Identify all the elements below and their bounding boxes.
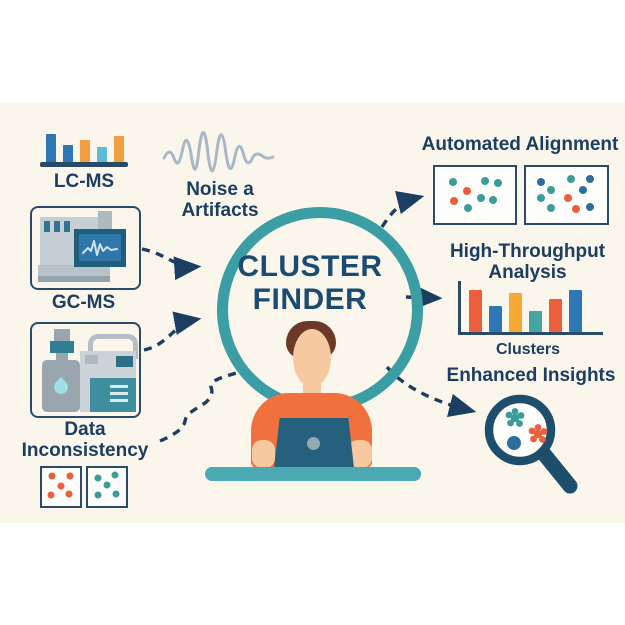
magnifier-lens <box>484 394 556 466</box>
arrow-center-to-alignment <box>380 191 425 228</box>
title-line2: FINDER <box>252 283 368 316</box>
bar <box>529 311 542 332</box>
laptop-logo <box>307 437 320 450</box>
bar <box>63 145 73 163</box>
enhanced-insights-label: Enhanced Insights <box>446 365 616 386</box>
gcms-button <box>64 221 70 232</box>
dot <box>567 175 576 184</box>
flower-cluster-orange-icon <box>528 424 548 443</box>
dot <box>536 177 545 186</box>
arrow-sample-to-center <box>143 311 202 352</box>
dot <box>547 204 556 213</box>
bar <box>489 306 502 332</box>
dot <box>450 197 459 206</box>
gcms-button <box>54 221 60 232</box>
title-line1: CLUSTER <box>237 250 383 283</box>
dot <box>564 194 573 203</box>
dot <box>57 482 65 490</box>
lcms-baseline <box>40 162 128 167</box>
data-inconsistency-line2: Inconsistency <box>21 440 149 461</box>
lcms-bars <box>46 133 128 163</box>
machine-panel <box>90 378 136 412</box>
gcms-column <box>98 211 112 233</box>
clusters-bar-chart <box>458 281 603 335</box>
bottle-cap <box>50 341 74 353</box>
squiggle-inconsistency-to-center <box>159 370 241 443</box>
desk <box>205 467 421 481</box>
bar <box>46 134 56 163</box>
noise-waveform-icon <box>162 131 275 173</box>
bar <box>469 290 482 332</box>
dot <box>585 175 594 184</box>
sample-bottle-instrument-icon <box>30 322 141 418</box>
clusters-label: Clusters <box>495 341 561 358</box>
gcms-base-strip <box>38 276 110 282</box>
dot <box>572 205 581 213</box>
dot <box>47 491 55 499</box>
lcms-label: LC-MS <box>53 171 115 192</box>
dot <box>463 186 471 195</box>
arrow-gcms-to-center <box>141 247 202 281</box>
gcms-screen-waveform-icon <box>82 240 118 256</box>
magnifier-handle <box>536 446 578 494</box>
automated-alignment-label: Automated Alignment <box>421 134 619 155</box>
left-hand <box>252 440 275 468</box>
bar <box>97 147 107 163</box>
bar <box>80 140 90 163</box>
bar <box>509 293 522 332</box>
gcms-label: GC-MS <box>51 292 116 313</box>
dot <box>578 185 587 194</box>
bar <box>569 290 582 332</box>
inconsistency-dots-right <box>86 466 128 508</box>
gcms-button <box>44 221 50 232</box>
bar <box>114 136 124 163</box>
gcms-base <box>38 265 110 277</box>
face <box>293 329 331 387</box>
noise-artifacts-label: Noise a Artifacts <box>181 179 259 221</box>
dot <box>65 490 73 498</box>
panel-line <box>110 385 128 388</box>
inconsistency-dots-left <box>40 466 82 508</box>
flower-cluster-teal-icon <box>505 408 525 427</box>
dot <box>94 491 102 499</box>
dot <box>481 177 490 185</box>
dot <box>494 179 503 188</box>
dot <box>536 194 545 203</box>
bottle-neck <box>54 329 70 342</box>
dot <box>488 196 497 205</box>
alignment-scatter-right <box>524 165 609 225</box>
panel-line <box>110 399 128 402</box>
clusters-bars <box>469 281 582 332</box>
high-throughput-line1: High-Throughput <box>449 241 606 262</box>
gcms-instrument-icon <box>30 206 141 290</box>
dot <box>112 490 120 498</box>
magnifier-icon <box>484 394 578 494</box>
dot <box>448 178 457 187</box>
panel-line <box>110 392 128 395</box>
dot <box>547 185 556 194</box>
high-throughput-label: High-Throughput Analysis <box>430 241 625 283</box>
dot <box>66 472 74 480</box>
machine-handle <box>88 334 138 359</box>
dot <box>585 203 594 212</box>
machine-slot <box>85 355 98 364</box>
dot <box>111 471 119 479</box>
cluster-finder-title: CLUSTER FINDER <box>227 250 393 316</box>
dot <box>48 472 56 480</box>
dot <box>463 204 472 213</box>
high-throughput-line2: Analysis <box>488 262 567 283</box>
dot <box>103 481 111 489</box>
bottle-neck-lower <box>56 353 68 361</box>
alignment-scatter-left <box>433 165 517 225</box>
neck <box>303 379 321 397</box>
data-inconsistency-line1: Data <box>64 419 106 440</box>
machine-display <box>116 356 133 367</box>
data-inconsistency-label: Data Inconsistency <box>10 419 160 461</box>
dot <box>94 474 102 481</box>
bar <box>549 299 562 332</box>
blue-dot-icon <box>507 436 521 450</box>
dot <box>477 194 486 203</box>
